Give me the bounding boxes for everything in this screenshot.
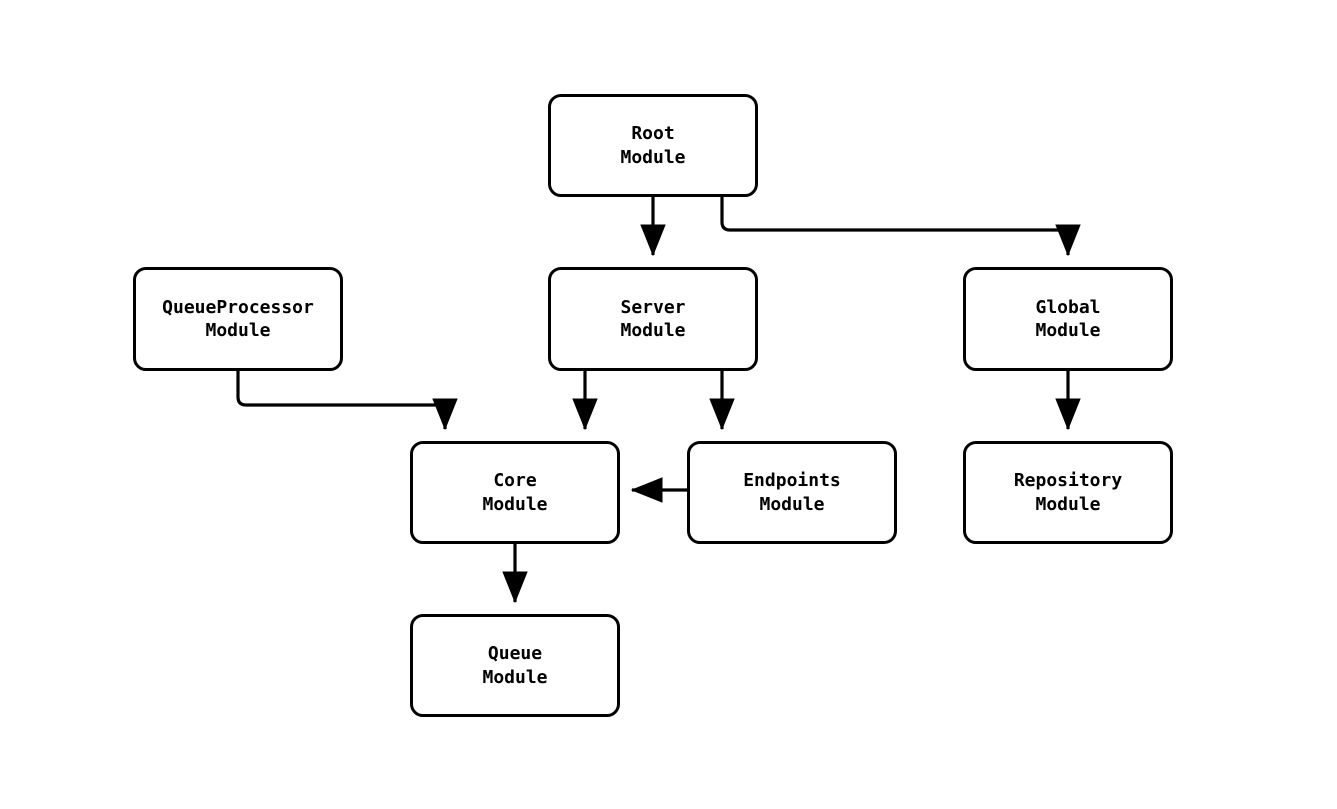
node-label-secondary: Module: [620, 146, 686, 168]
node-label-secondary: Module: [482, 493, 548, 515]
node-label-primary: Repository: [1013, 470, 1123, 492]
node-label-primary: Endpoints: [743, 470, 841, 492]
node-label-primary: Server: [620, 296, 686, 318]
edge-root-to-global: [720, 197, 1081, 257]
node-label-secondary: Module: [759, 493, 825, 515]
node-label-primary: Global: [1035, 296, 1101, 318]
node-label-secondary: Module: [482, 666, 548, 688]
edge-paths: [236, 197, 1081, 604]
node-label-secondary: Module: [620, 320, 686, 341]
node-label-secondary: Module: [1035, 493, 1101, 515]
node-label-primary: Queue: [487, 643, 543, 665]
node-label-primary: Core: [493, 470, 537, 492]
node-label-primary: QueueProcessor: [162, 296, 314, 318]
edge-queueprocessor-to-core: [236, 371, 458, 431]
node-label-secondary: Module: [1035, 320, 1101, 341]
node-label-secondary: Module: [205, 320, 271, 341]
node-label-primary: Root: [631, 123, 675, 145]
